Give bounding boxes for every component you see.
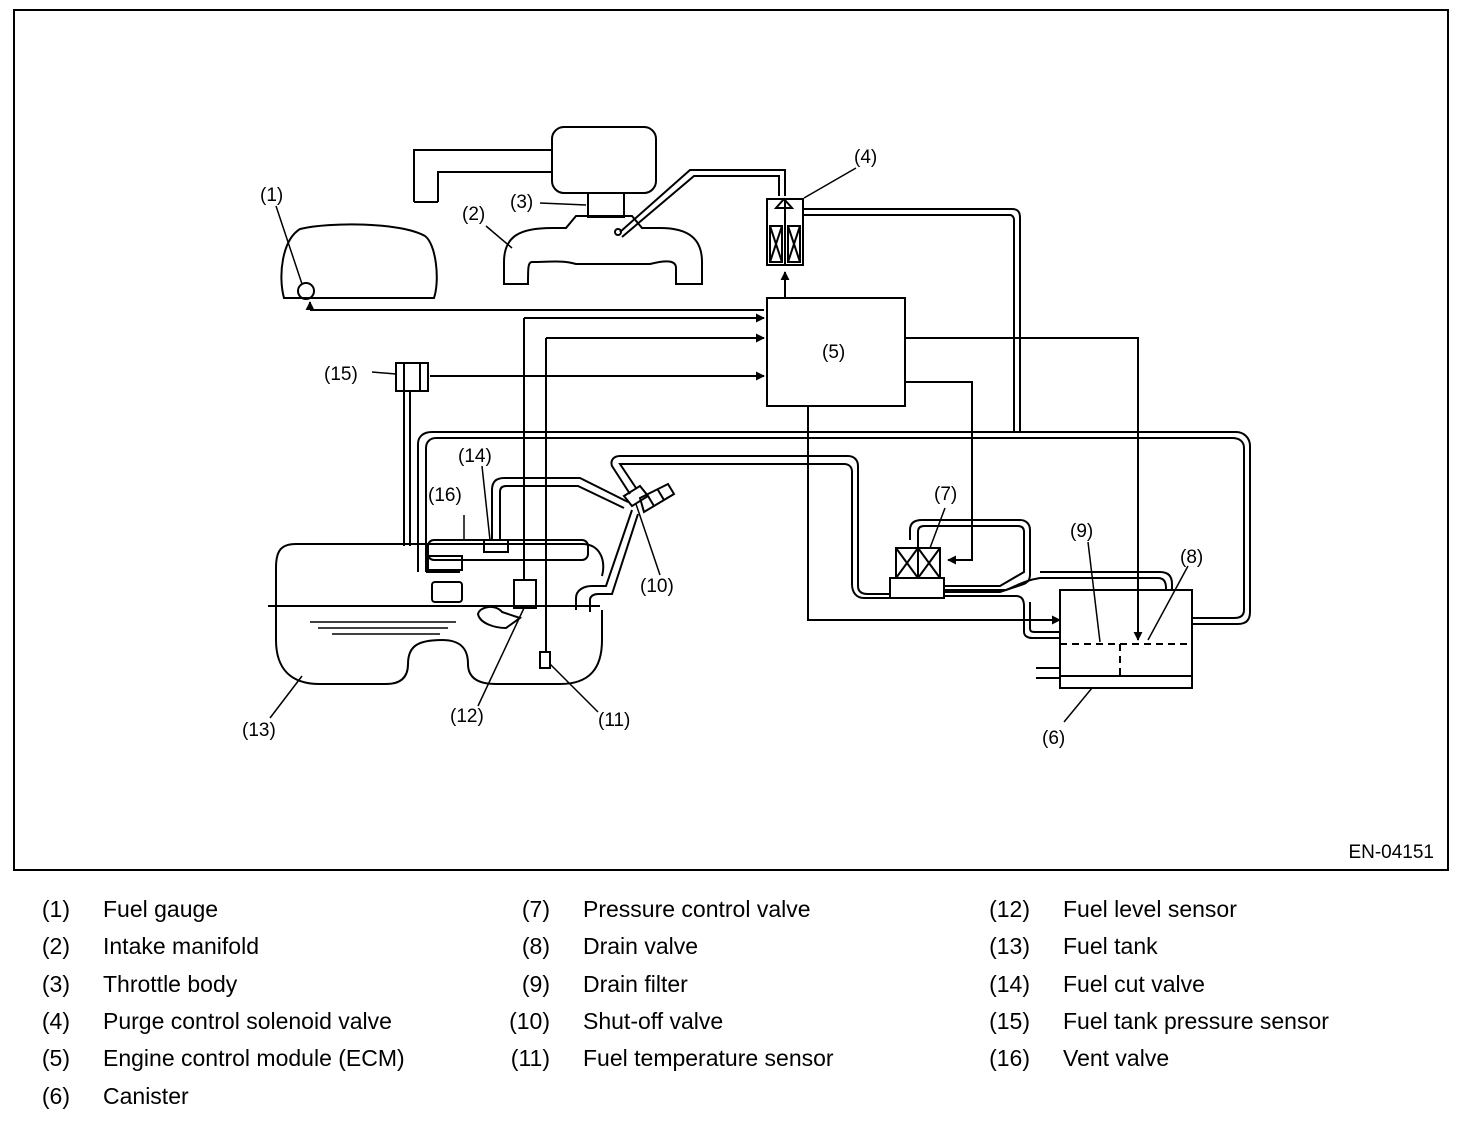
legend-label: Fuel temperature sensor <box>583 1045 834 1071</box>
callout-15: (15) <box>324 364 358 385</box>
purge-control-solenoid-valve <box>766 197 804 266</box>
callout-1: (1) <box>260 185 283 206</box>
legend-num: (5) <box>41 1045 70 1071</box>
legend-num: (13) <box>989 933 1030 959</box>
ecm-box <box>766 297 906 407</box>
fuel-cut-valve <box>483 477 629 553</box>
callout-6: (6) <box>1042 728 1065 749</box>
legend-label: Vent valve <box>1063 1045 1170 1071</box>
legend-num: (2) <box>41 933 70 959</box>
callout-7: (7) <box>934 484 957 505</box>
legend-label: Fuel tank <box>1063 933 1158 959</box>
figure-code: EN-04151 <box>1348 842 1434 863</box>
callout-13: (13) <box>242 720 276 741</box>
legend-label: Drain filter <box>583 971 688 997</box>
legend-num: (4) <box>41 1008 70 1034</box>
legend-label: Throttle body <box>103 971 238 997</box>
diagram-frame <box>13 9 1449 871</box>
callout-3: (3) <box>510 192 533 213</box>
callout-10: (10) <box>640 576 674 597</box>
callout-14: (14) <box>458 446 492 467</box>
legend-label: Pressure control valve <box>583 896 811 922</box>
wire-drain-valve <box>905 337 1143 641</box>
callout-5: (5) <box>822 342 845 363</box>
wire-pressure-valve <box>905 381 973 565</box>
air-cleaner <box>413 126 657 203</box>
legend-label: Shut-off valve <box>583 1008 724 1034</box>
legend-num: (3) <box>41 971 70 997</box>
evap-system-diagram: (1) (2) (3) (4) (5) (6) (7) (8) (9) (10)… <box>13 9 1449 871</box>
vent-loop-tube <box>417 431 1251 625</box>
canister-purge-tube <box>803 208 1021 432</box>
leader-lines <box>269 167 1189 723</box>
legend-label: Fuel cut valve <box>1063 971 1205 997</box>
shut-off-valve <box>622 484 650 508</box>
wire-canister <box>807 406 1061 625</box>
legend-label: Engine control module (ECM) <box>103 1045 405 1071</box>
callout-2: (2) <box>462 204 485 225</box>
legend-num: (15) <box>989 1008 1030 1034</box>
filler-neck <box>575 482 676 612</box>
legend-num: (11) <box>510 1045 550 1071</box>
legend-num: (12) <box>989 896 1030 922</box>
fuel-level-sensor <box>513 579 537 609</box>
legend-label: Drain valve <box>583 933 699 959</box>
legend-label: Fuel tank pressure sensor <box>1063 1008 1329 1034</box>
legend-num: (14) <box>989 971 1030 997</box>
legend-num: (16) <box>989 1045 1030 1071</box>
purge-line <box>619 169 786 238</box>
legend-num: (6) <box>41 1083 70 1109</box>
fuel-tank-pressure-sensor <box>395 362 429 546</box>
callout-4: (4) <box>854 147 877 168</box>
callout-12: (12) <box>450 706 484 727</box>
callout-16: (16) <box>428 485 462 506</box>
legend-num: (7) <box>521 896 550 922</box>
canister <box>1036 589 1193 689</box>
fuel-gauge <box>280 223 438 300</box>
throttle-body <box>584 192 628 236</box>
legend: (1) Fuel gauge (2) Intake manifold (3) T… <box>0 890 1472 1120</box>
legend-label: Purge control solenoid valve <box>103 1008 392 1034</box>
callout-11: (11) <box>598 710 630 731</box>
legend-label: Fuel gauge <box>103 896 219 922</box>
evap-tube <box>610 455 890 595</box>
callout-9: (9) <box>1070 521 1093 542</box>
legend-num: (8) <box>521 933 550 959</box>
legend-num: (10) <box>509 1008 550 1034</box>
callout-8: (8) <box>1180 547 1203 568</box>
legend-num: (1) <box>41 896 70 922</box>
fuel-tank <box>268 543 605 685</box>
legend-num: (9) <box>521 971 550 997</box>
legend-label: Intake manifold <box>103 933 259 959</box>
legend-label: Canister <box>103 1083 189 1109</box>
legend-label: Fuel level sensor <box>1063 896 1237 922</box>
intake-manifold <box>503 215 703 285</box>
fuel-temperature-sensor <box>539 651 551 669</box>
